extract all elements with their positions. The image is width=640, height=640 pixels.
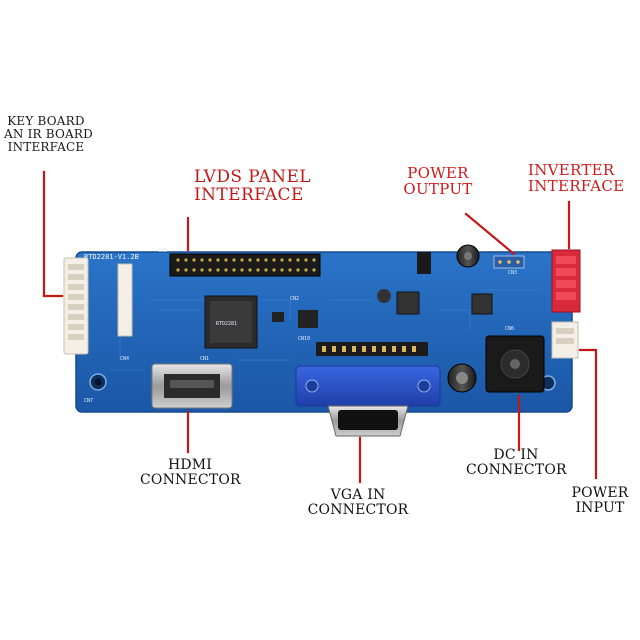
silk-label: CN5	[158, 248, 167, 254]
silk-label: CN2	[290, 296, 299, 302]
silk-label: CN3	[508, 270, 517, 276]
power-output-header	[417, 252, 525, 274]
capacitor	[447, 363, 477, 393]
main-chip	[204, 295, 258, 349]
small-ic	[298, 310, 318, 328]
label-vga: VGA IN CONNECTOR	[307, 487, 409, 519]
lvds-header	[169, 253, 321, 277]
inverter-connector	[551, 249, 581, 313]
vga-pin-row	[316, 342, 428, 356]
silk-label: CN1	[200, 356, 209, 362]
label-inverter: INVERTER INTERFACE	[528, 161, 625, 196]
small-ic	[272, 312, 284, 322]
label-power-output: POWER OUTPUT	[403, 164, 473, 199]
capacitor	[456, 244, 480, 268]
silk-label: CN4	[120, 356, 129, 362]
callout-power-output	[464, 212, 516, 256]
board-model-text: RTD2281-V1.2B	[84, 253, 139, 261]
label-hdmi: HDMI CONNECTOR	[140, 457, 241, 489]
small-white-header	[117, 263, 133, 337]
capacitor-small	[377, 289, 391, 303]
callout-lines	[42, 170, 598, 484]
label-keyboard: KEY BOARD AN IR BOARD INTERFACE	[4, 114, 93, 154]
silk-label: CN7	[84, 398, 93, 404]
vga-connector	[295, 365, 441, 437]
hdmi-connector	[151, 363, 233, 409]
dc-jack	[485, 335, 545, 393]
callout-power-input	[578, 348, 598, 480]
silk-label: CN6	[505, 326, 514, 332]
label-lvds: LVDS PANEL INTERFACE	[194, 167, 311, 206]
inductor	[471, 293, 493, 315]
silk-label: CN10	[298, 336, 310, 342]
power-input-connector	[551, 321, 579, 359]
label-power-input: POWER INPUT	[571, 485, 629, 517]
label-dc-in: DC IN CONNECTOR	[466, 447, 567, 479]
callout-keyboard	[42, 170, 64, 298]
chip-marking: RTD2281	[216, 321, 237, 327]
inductor	[396, 291, 420, 315]
keyboard-connector	[63, 257, 89, 355]
